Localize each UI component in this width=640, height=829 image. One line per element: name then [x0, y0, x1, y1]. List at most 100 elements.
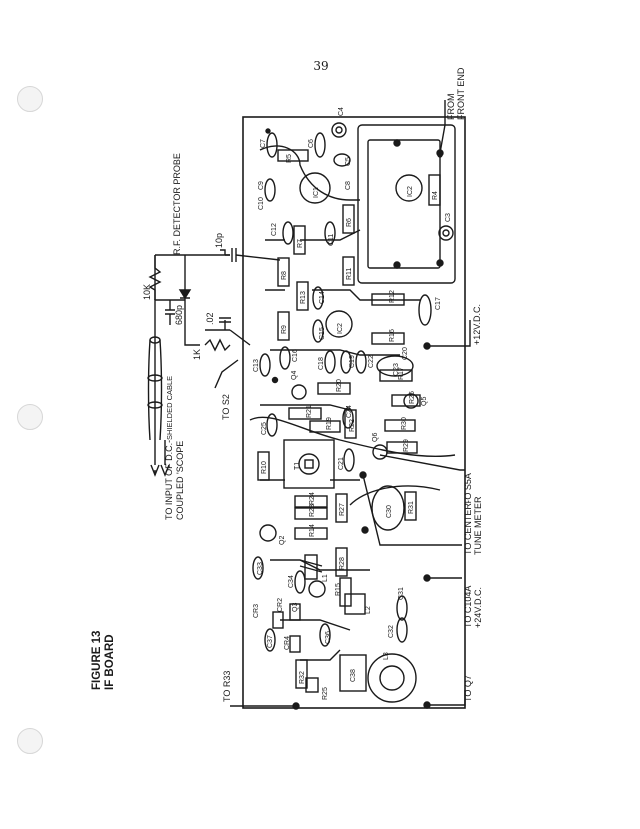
shielded-cable-outer-l — [147, 339, 151, 441]
label-c7: C7 — [260, 139, 267, 148]
mount-hole — [436, 259, 444, 267]
lead-front-end — [439, 100, 446, 154]
resistor-r32 — [295, 659, 308, 689]
label-c33: C33 — [257, 562, 264, 575]
label-r29: R29 — [403, 439, 410, 452]
conn-c104a-1: TO C104A — [463, 586, 473, 628]
label-c23: C23 — [393, 363, 400, 376]
trimmer-c3-center — [442, 229, 450, 237]
pot-r25 — [305, 677, 319, 693]
label-q5: Q5 — [421, 397, 428, 406]
label-r14: R14 — [309, 524, 316, 537]
probe-r10k: 10K — [142, 284, 152, 300]
resistor-r5 — [277, 149, 309, 162]
resistor-r19 — [309, 420, 341, 433]
cap-680p — [165, 300, 175, 325]
resistor-r29 — [386, 441, 418, 454]
label-c6: C6 — [308, 139, 315, 148]
trace — [265, 289, 420, 301]
coil-l3 — [367, 653, 417, 703]
resistor-r11 — [342, 256, 355, 286]
probe-to-board — [235, 254, 281, 261]
label-r13: R13 — [300, 291, 307, 304]
label-c3: C3 — [445, 213, 452, 222]
resistor-r23 — [294, 507, 328, 520]
lead-s5a — [379, 454, 465, 471]
label-c13: C13 — [253, 359, 260, 372]
binder-hole-middle — [17, 404, 43, 430]
label-r9: R9 — [281, 325, 288, 334]
label-c9: C9 — [258, 181, 265, 190]
label-r25: R25 — [322, 687, 329, 700]
resistor-1k — [204, 338, 231, 352]
label-c34: C34 — [288, 575, 295, 588]
ic-ic2-frontend — [395, 174, 423, 202]
label-q6: Q6 — [372, 433, 379, 442]
resistor-r30 — [384, 419, 416, 432]
label-c11: C11 — [328, 234, 335, 246]
trace — [280, 619, 351, 631]
cap-c19 — [340, 350, 352, 374]
cap-c38 — [339, 654, 367, 692]
pcb-outline — [242, 116, 466, 709]
pad — [437, 152, 443, 158]
cap-c34 — [294, 570, 306, 594]
probe-c02: .02 — [205, 312, 215, 325]
label-r4: R4 — [432, 191, 439, 200]
resistor-r4 — [428, 174, 441, 206]
page-number: 39 — [313, 59, 329, 73]
label-r7: R7 — [297, 239, 304, 248]
cap-c33 — [252, 556, 264, 580]
resistor-r14 — [294, 527, 328, 540]
front-end-shield — [357, 124, 456, 284]
cap-c25 — [266, 413, 278, 437]
lead-q7 — [427, 690, 466, 706]
label-c30: C30 — [386, 505, 393, 518]
trimmer-c4 — [331, 122, 347, 138]
resistor-r24 — [294, 495, 328, 508]
conn-q7: TO Q7 — [463, 675, 473, 702]
shielded-cable-outer-r — [159, 339, 163, 441]
label-c21: C21 — [338, 457, 345, 470]
cap-c30 — [371, 485, 405, 531]
cap-c18 — [324, 350, 336, 374]
label-c37: C37 — [267, 635, 274, 648]
resistor-r21 — [288, 407, 322, 420]
label-r28: R28 — [339, 557, 346, 570]
resistor-r20 — [317, 382, 351, 395]
cap-c9 — [264, 178, 276, 202]
label-l3: L3 — [383, 652, 390, 660]
resistor-r31 — [404, 491, 417, 521]
resistor-r28 — [335, 547, 348, 577]
conn-12v: +12V.D.C. — [472, 304, 482, 345]
label-c14: C14 — [319, 291, 326, 304]
label-cr3: CR3 — [253, 604, 260, 618]
label-r6: R6 — [346, 218, 353, 227]
label-c22: C22 — [368, 355, 375, 368]
probe-to-s2 — [214, 359, 239, 389]
cable-band — [147, 401, 163, 409]
trace — [265, 229, 361, 241]
cap-c36 — [319, 623, 331, 647]
label-c12: C12 — [271, 223, 278, 236]
pad — [361, 526, 369, 534]
figure-title: FIGURE 13 — [91, 631, 103, 690]
label-r5: R5 — [286, 154, 293, 163]
conn-r33: TO R33 — [222, 671, 232, 702]
resistor-r10 — [257, 451, 270, 481]
conn-center-tune-1: TO CENTER- — [463, 500, 473, 555]
probe-c10p: 10p — [214, 233, 224, 248]
binder-hole-top — [17, 86, 43, 112]
transistor-q2 — [259, 524, 277, 542]
probe-wire — [184, 320, 200, 346]
resistor-r16 — [371, 332, 405, 345]
coil-l3-core — [379, 665, 405, 691]
cap-c31 — [396, 595, 408, 621]
label-c16: C16 — [292, 349, 299, 362]
label-r17: R17 — [398, 367, 405, 380]
probe-cable-label: SHIELDED CABLE — [165, 376, 174, 440]
resistor-r13 — [296, 281, 309, 311]
label-ic2: IC2 — [337, 323, 344, 334]
cap-c23 — [376, 355, 414, 377]
label-c38: C38 — [350, 669, 357, 682]
